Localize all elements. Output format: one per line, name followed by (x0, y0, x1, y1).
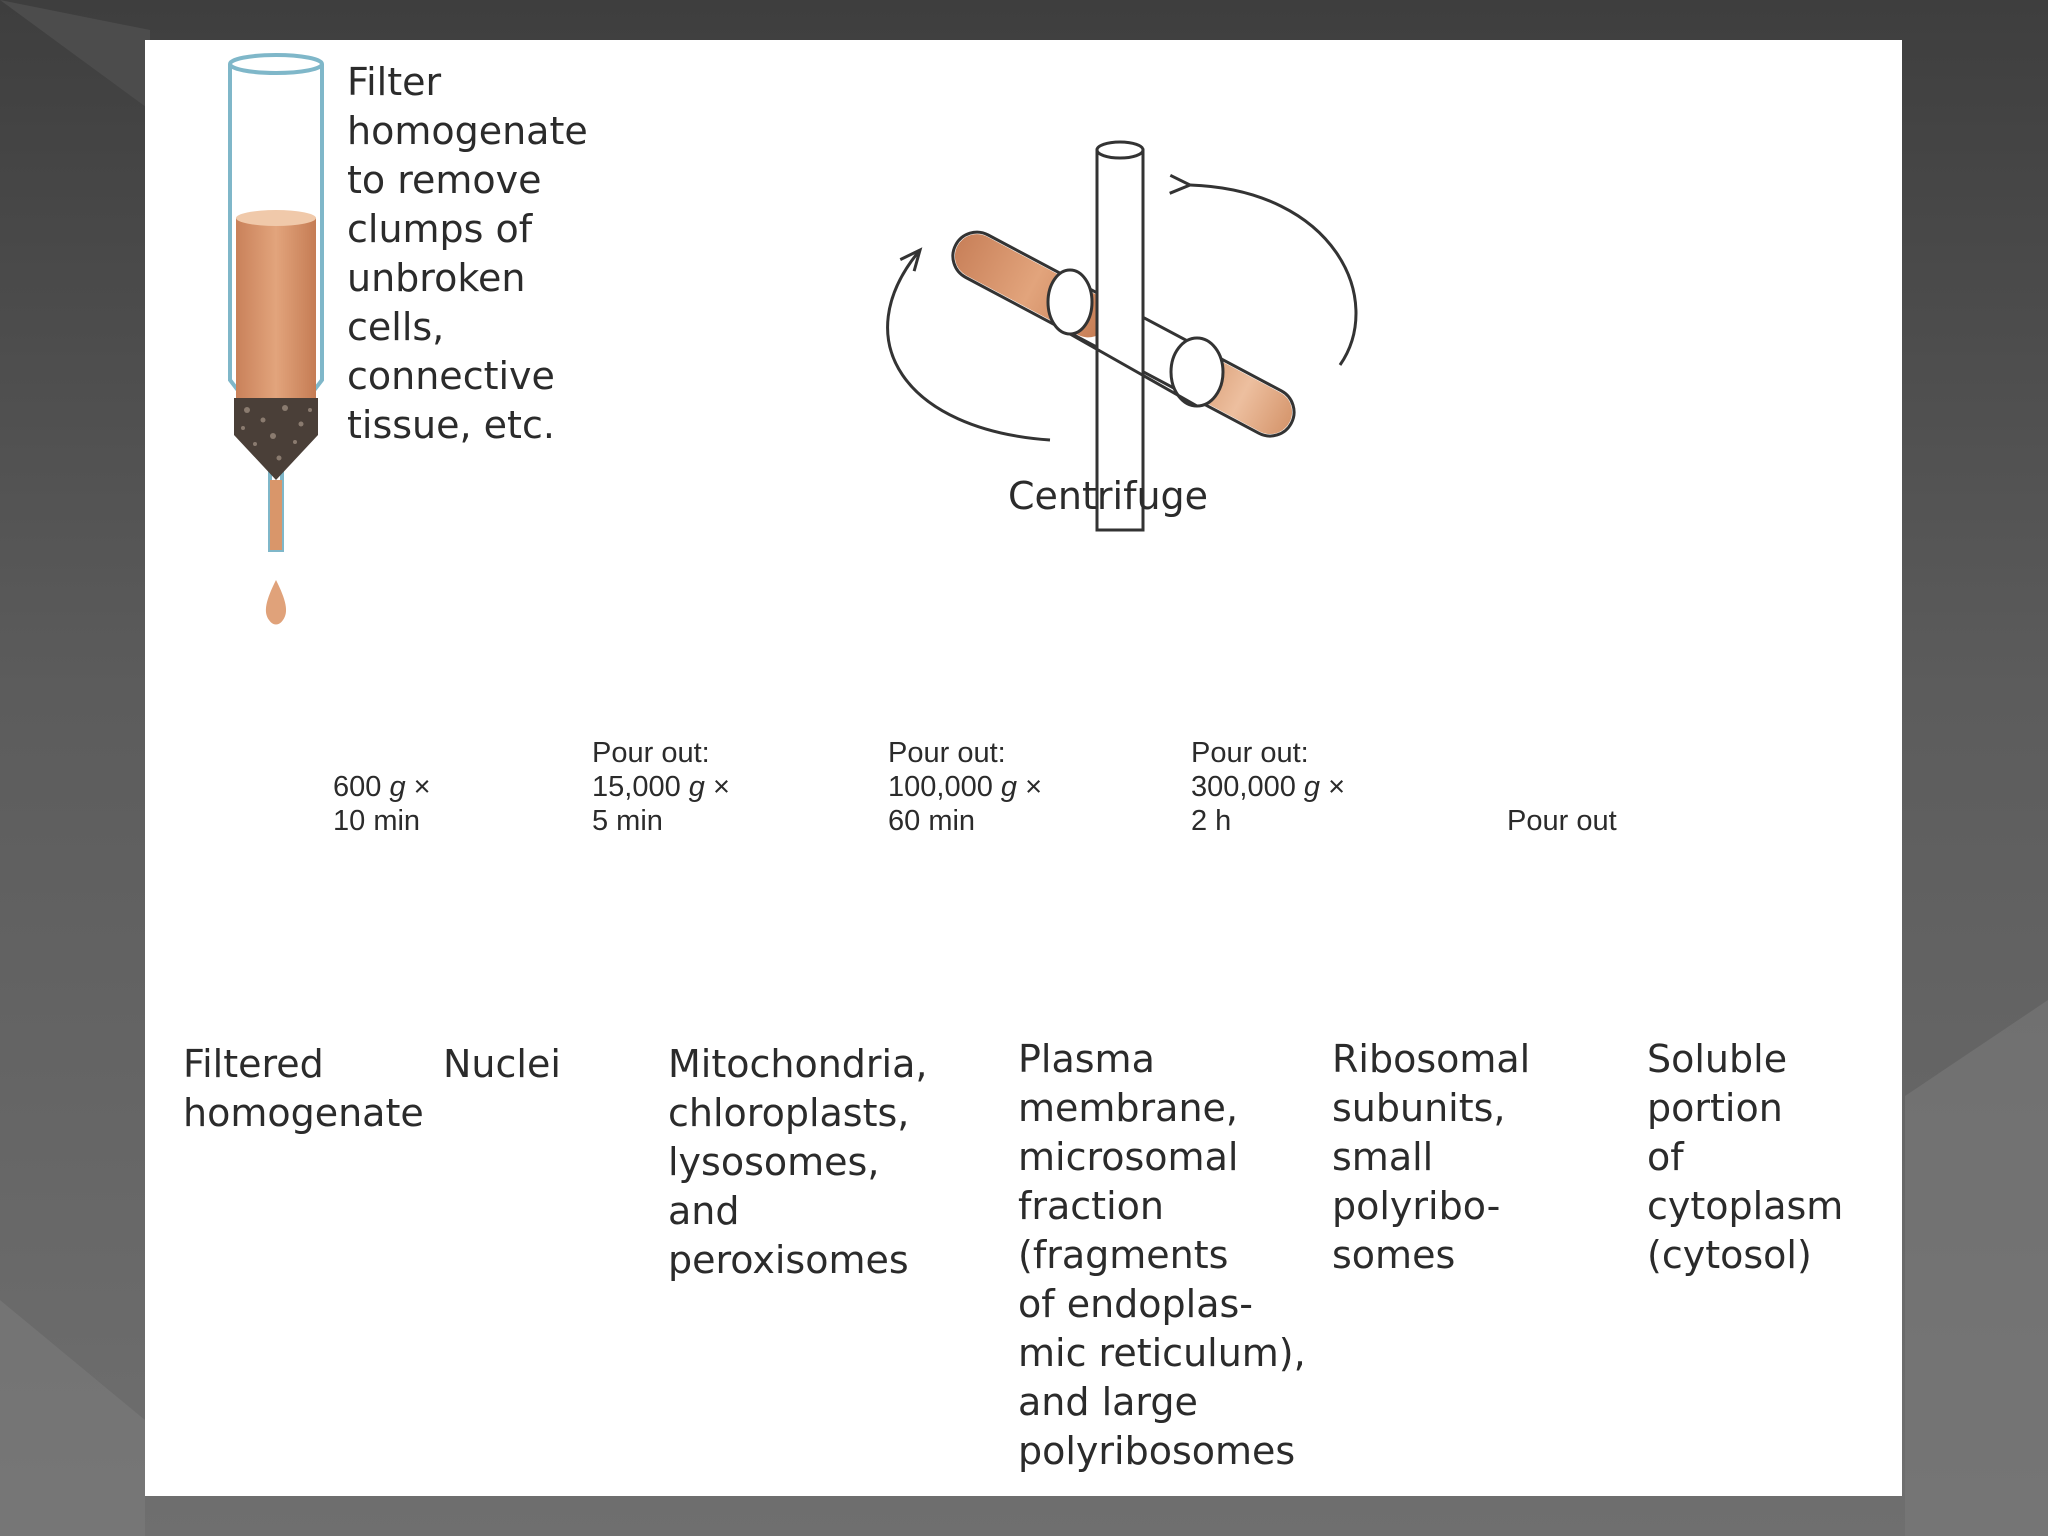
fraction-label-mitochondria: Mitochondria, chloroplasts, lysosomes, a… (668, 1042, 928, 1282)
filter-funnel (228, 53, 324, 625)
centrifuge-label: Centrifuge (1008, 474, 1209, 518)
filter-residue (234, 398, 318, 480)
fraction-label-cytosol: Soluble portion of cytoplasm (cytosol) (1647, 1037, 1844, 1277)
centrifuge-illustration (886, 140, 1358, 532)
filter-liquid (236, 218, 316, 406)
fractionation-diagram (228, 53, 1358, 625)
step-1-conditions: 600 g × 10 min (333, 771, 431, 837)
step-5-conditions: Pour out (1507, 805, 1617, 837)
step-2-conditions: Pour out: 15,000 g × 5 min (592, 737, 730, 837)
filter-note: Filter homogenate to remove clumps of un… (347, 60, 588, 447)
step-3-conditions: Pour out: 100,000 g × 60 min (888, 737, 1043, 837)
drip-icon (265, 580, 287, 625)
fraction-label-ribosomal: Ribosomal subunits, small polyribo- some… (1332, 1037, 1531, 1277)
fraction-label-microsomal: Plasma membrane, microsomal fraction (fr… (1018, 1037, 1306, 1473)
fraction-label-nuclei: Nuclei (443, 1042, 561, 1086)
fraction-label-filtered-homogenate: Filtered homogenate (183, 1042, 424, 1135)
diagram-panel: Filter homogenate to remove clumps of un… (145, 40, 1902, 1496)
step-4-conditions: Pour out: 300,000 g × 2 h (1191, 737, 1346, 837)
